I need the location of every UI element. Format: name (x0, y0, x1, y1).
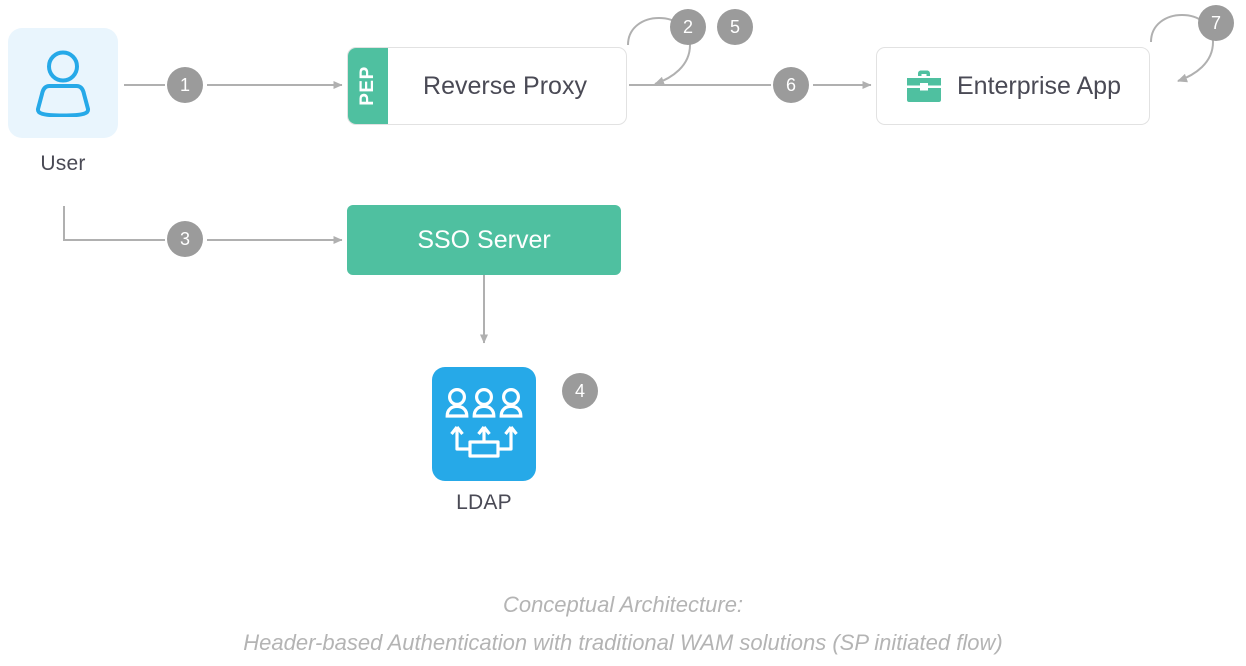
caption-line-1: Conceptual Architecture: (502, 592, 744, 617)
node-enterprise-app-label: Enterprise App (957, 71, 1121, 100)
user-person-icon (35, 50, 91, 117)
connector-step-3 (63, 206, 343, 244)
diagram-caption: Conceptual Architecture: Header-based Au… (0, 592, 1246, 656)
step-badge-3[interactable]: 3 (167, 221, 203, 257)
pep-strip: PEP (348, 48, 388, 124)
node-user[interactable] (8, 28, 118, 138)
pep-label: PEP (357, 66, 378, 106)
step-badge-2[interactable]: 2 (670, 9, 706, 45)
node-enterprise-app[interactable]: Enterprise App (876, 47, 1150, 125)
caption-line-2: Header-based Authentication with traditi… (243, 630, 1003, 655)
node-sso-server-label: SSO Server (417, 225, 551, 254)
ldap-directory-users-icon (445, 387, 523, 458)
step-badge-1[interactable]: 1 (167, 67, 203, 103)
node-ldap[interactable] (432, 367, 536, 481)
step-badge-7[interactable]: 7 (1198, 5, 1234, 41)
node-user-label: User (40, 152, 86, 175)
briefcase-icon (907, 70, 941, 102)
step-badge-6[interactable]: 6 (773, 67, 809, 103)
node-reverse-proxy[interactable]: PEP Reverse Proxy (347, 47, 627, 125)
step-badge-4[interactable]: 4 (562, 373, 598, 409)
node-ldap-label: LDAP (456, 491, 512, 514)
node-sso-server[interactable]: SSO Server (347, 205, 621, 275)
node-reverse-proxy-label: Reverse Proxy (423, 71, 587, 100)
step-badge-5[interactable]: 5 (717, 9, 753, 45)
